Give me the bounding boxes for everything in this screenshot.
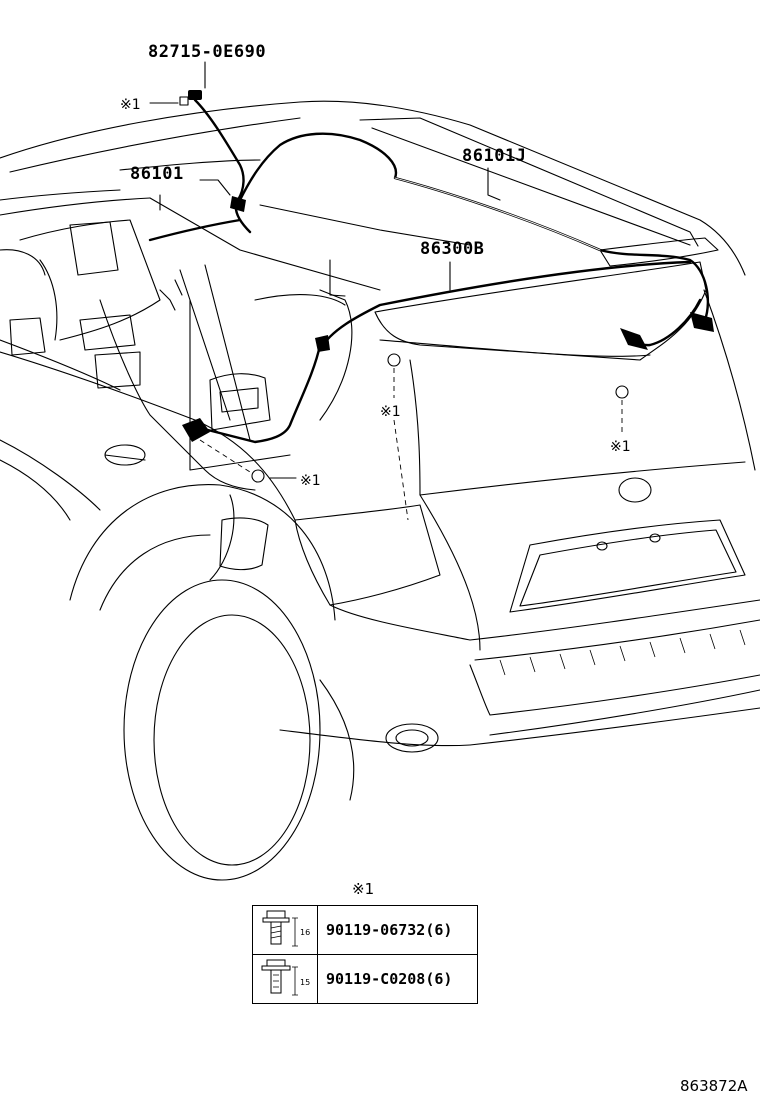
part-number-2: 90119-C0208(6) (317, 954, 478, 1004)
connectors (179, 90, 714, 483)
table-row: 15 90119-C0208(6) (252, 954, 478, 1004)
bolt-icon-cell: 16 (252, 905, 318, 955)
table-row: 16 90119-06732(6) (252, 905, 478, 955)
part-labels: 82715-0E690 ※1 86101 86101J 86300B ※1 ※1… (120, 42, 631, 489)
label-note-1-d: ※1 (610, 439, 631, 455)
part-number-1: 90119-06732(6) (317, 905, 478, 955)
dim-label-2: 15 (300, 978, 310, 987)
fastener-table: 16 90119-06732(6) 15 90119-C0208(6) (252, 905, 478, 1004)
label-86101: 86101 (130, 164, 184, 184)
dim-label-1: 16 (300, 928, 310, 937)
document-code: 863872A (680, 1077, 748, 1095)
label-note-1-a: ※1 (120, 97, 141, 113)
label-82715: 82715-0E690 (148, 42, 266, 62)
clip-icon-cell: 15 (252, 954, 318, 1004)
label-note-1-c: ※1 (300, 473, 321, 489)
label-86101J: 86101J (462, 146, 526, 166)
label-note-1-b: ※1 (380, 404, 401, 420)
bolt-icon: 16 (262, 910, 310, 947)
vehicle-body (0, 100, 760, 881)
leader-lines (149, 61, 623, 521)
table-note-mark: ※1 (352, 880, 375, 898)
clip-icon: 15 (261, 959, 310, 996)
label-86300B: 86300B (420, 239, 484, 259)
